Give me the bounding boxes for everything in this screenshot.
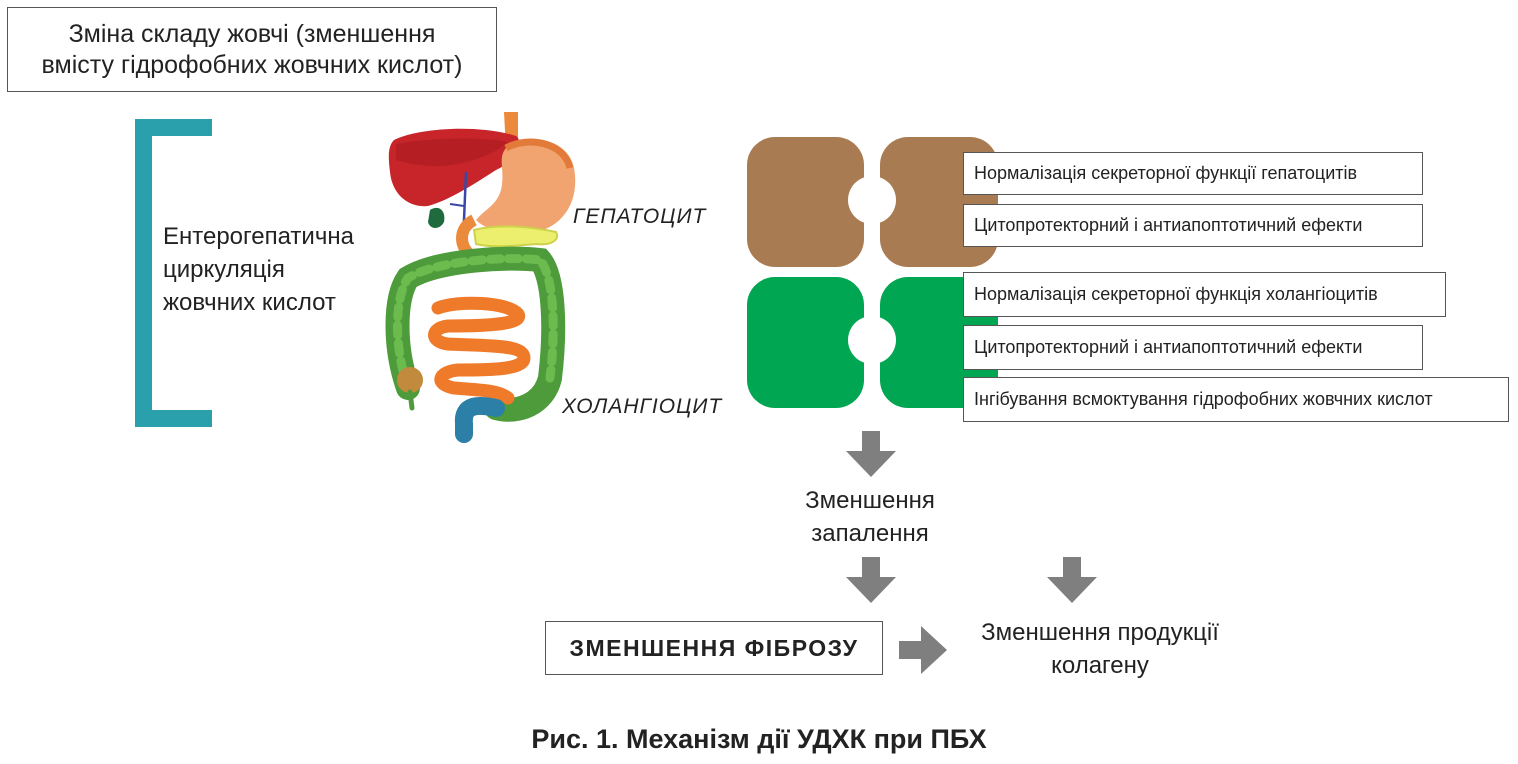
- inflammation-label: Зменшення запалення: [770, 484, 970, 550]
- down-arrow-icon: [846, 431, 896, 477]
- bile-composition-box: Зміна складу жовчі (зменшення вмісту гід…: [7, 7, 497, 92]
- cholangiocyte-effect-cytoprotective: Цитопротекторний і антиапоптотичний ефек…: [963, 325, 1423, 370]
- enterohepatic-line1: Ентерогепатична: [163, 223, 354, 250]
- hepatocyte-label: ГЕПАТОЦИТ: [573, 205, 707, 228]
- bile-composition-line1: Зміна складу жовчі (зменшення: [68, 19, 436, 48]
- cholangiocyte-piece-left: [747, 277, 864, 408]
- bile-composition-line2: вмісту гідрофобних жовчних кислот): [41, 50, 463, 79]
- cholangiocyte-label: ХОЛАНГІОЦИТ: [562, 395, 723, 418]
- bracket-vertical: [135, 119, 152, 427]
- cell-puzzle-graphic: [747, 137, 998, 408]
- digestive-system-illustration: [385, 112, 576, 443]
- enterohepatic-line2: циркуляція: [163, 256, 285, 283]
- collagen-label: Зменшення продукції колагену: [950, 616, 1250, 682]
- rectum-shape: [454, 397, 505, 443]
- cholangiocyte-effect-inhibition-text: Інгібування всмоктування гідрофобних жов…: [974, 389, 1433, 409]
- hepatocyte-effect-secretory: Нормалізація секреторної функції гепатоц…: [963, 152, 1423, 195]
- inflammation-line1: Зменшення: [805, 487, 935, 514]
- cholangiocyte-effect-inhibition: Інгібування всмоктування гідрофобних жов…: [963, 377, 1509, 422]
- cholangiocyte-effect-cytoprotective-text: Цитопротекторний і антиапоптотичний ефек…: [974, 337, 1363, 357]
- hepatocyte-effect-cytoprotective-text: Цитопротекторний і антиапоптотичний ефек…: [974, 215, 1363, 235]
- inflammation-line2: запалення: [811, 520, 929, 547]
- hepatocyte-effect-secretory-text: Нормалізація секреторної функції гепатоц…: [974, 163, 1358, 183]
- small-intestine-shape: [428, 296, 531, 405]
- hepatocyte-effect-cytoprotective: Цитопротекторний і антиапоптотичний ефек…: [963, 204, 1423, 247]
- fibrosis-reduction-box: ЗМЕНШЕННЯ ФІБРОЗУ: [545, 621, 883, 675]
- cecum-shape: [397, 367, 423, 393]
- collagen-line1: Зменшення продукції: [981, 619, 1219, 646]
- right-arrow-icon: [899, 626, 947, 674]
- hepatocyte-piece-left: [747, 137, 864, 267]
- figure-caption: Рис. 1. Механізм дії УДХК при ПБХ: [531, 724, 987, 754]
- cholangiocyte-effect-secretory-text: Нормалізація секреторної функція холангі…: [974, 284, 1378, 304]
- stomach-shape: [476, 139, 576, 235]
- fibrosis-reduction-text: ЗМЕНШЕННЯ ФІБРОЗУ: [569, 634, 859, 661]
- down-arrow-icon: [1047, 557, 1097, 603]
- enterohepatic-label: Ентерогепатична циркуляція жовчних кисло…: [163, 220, 354, 319]
- down-arrow-icon: [846, 557, 896, 603]
- bracket-bottom: [135, 410, 212, 427]
- collagen-line2: колагену: [1051, 652, 1149, 679]
- enterohepatic-line3: жовчних кислот: [163, 289, 336, 316]
- cholangiocyte-effect-secretory: Нормалізація секреторної функція холангі…: [963, 272, 1446, 317]
- bracket-top: [135, 119, 212, 136]
- pancreas-shape: [472, 225, 559, 248]
- gallbladder-shape: [428, 207, 445, 228]
